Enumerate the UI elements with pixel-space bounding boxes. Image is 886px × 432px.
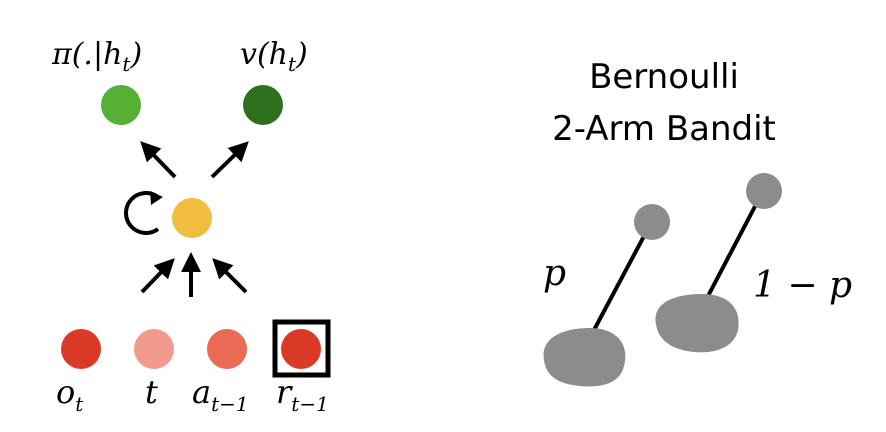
input-label-a: at−1 [192,373,249,416]
value-label: v(ht) [240,37,308,76]
arm2-lever [705,192,764,299]
reward-highlight-box [272,319,331,378]
arm2-base [655,294,739,353]
arm1-base [543,328,626,387]
input-label-o: ot [56,373,84,416]
policy-output-node [101,85,141,125]
arrow-to-value [210,141,249,179]
arm1-knob [634,204,670,240]
input-node-o [61,329,101,369]
arm1-lever [592,222,653,331]
input-node-r [281,329,321,369]
arm1-probability-label: p [543,253,566,294]
hidden-state-node [172,198,212,238]
recurrent-loop-arrow [124,191,160,235]
input-node-t [134,329,174,369]
bandit-title-line1: Bernoulli [589,57,739,97]
arrow-input-right [212,258,248,294]
arrow-to-policy [140,141,177,179]
arm2-knob [746,173,782,209]
arrow-input-left [140,258,175,294]
bandit-title-line2: 2-Arm Bandit [552,109,776,149]
value-output-node [243,85,283,125]
input-node-a [207,329,247,369]
recurrent-loop-arrowhead [150,191,163,205]
arm2-probability-label: 1 − p [753,265,852,306]
input-label-r: rt−1 [276,373,329,416]
input-label-t: t [145,373,158,411]
policy-label: π(.|ht) [51,37,142,76]
